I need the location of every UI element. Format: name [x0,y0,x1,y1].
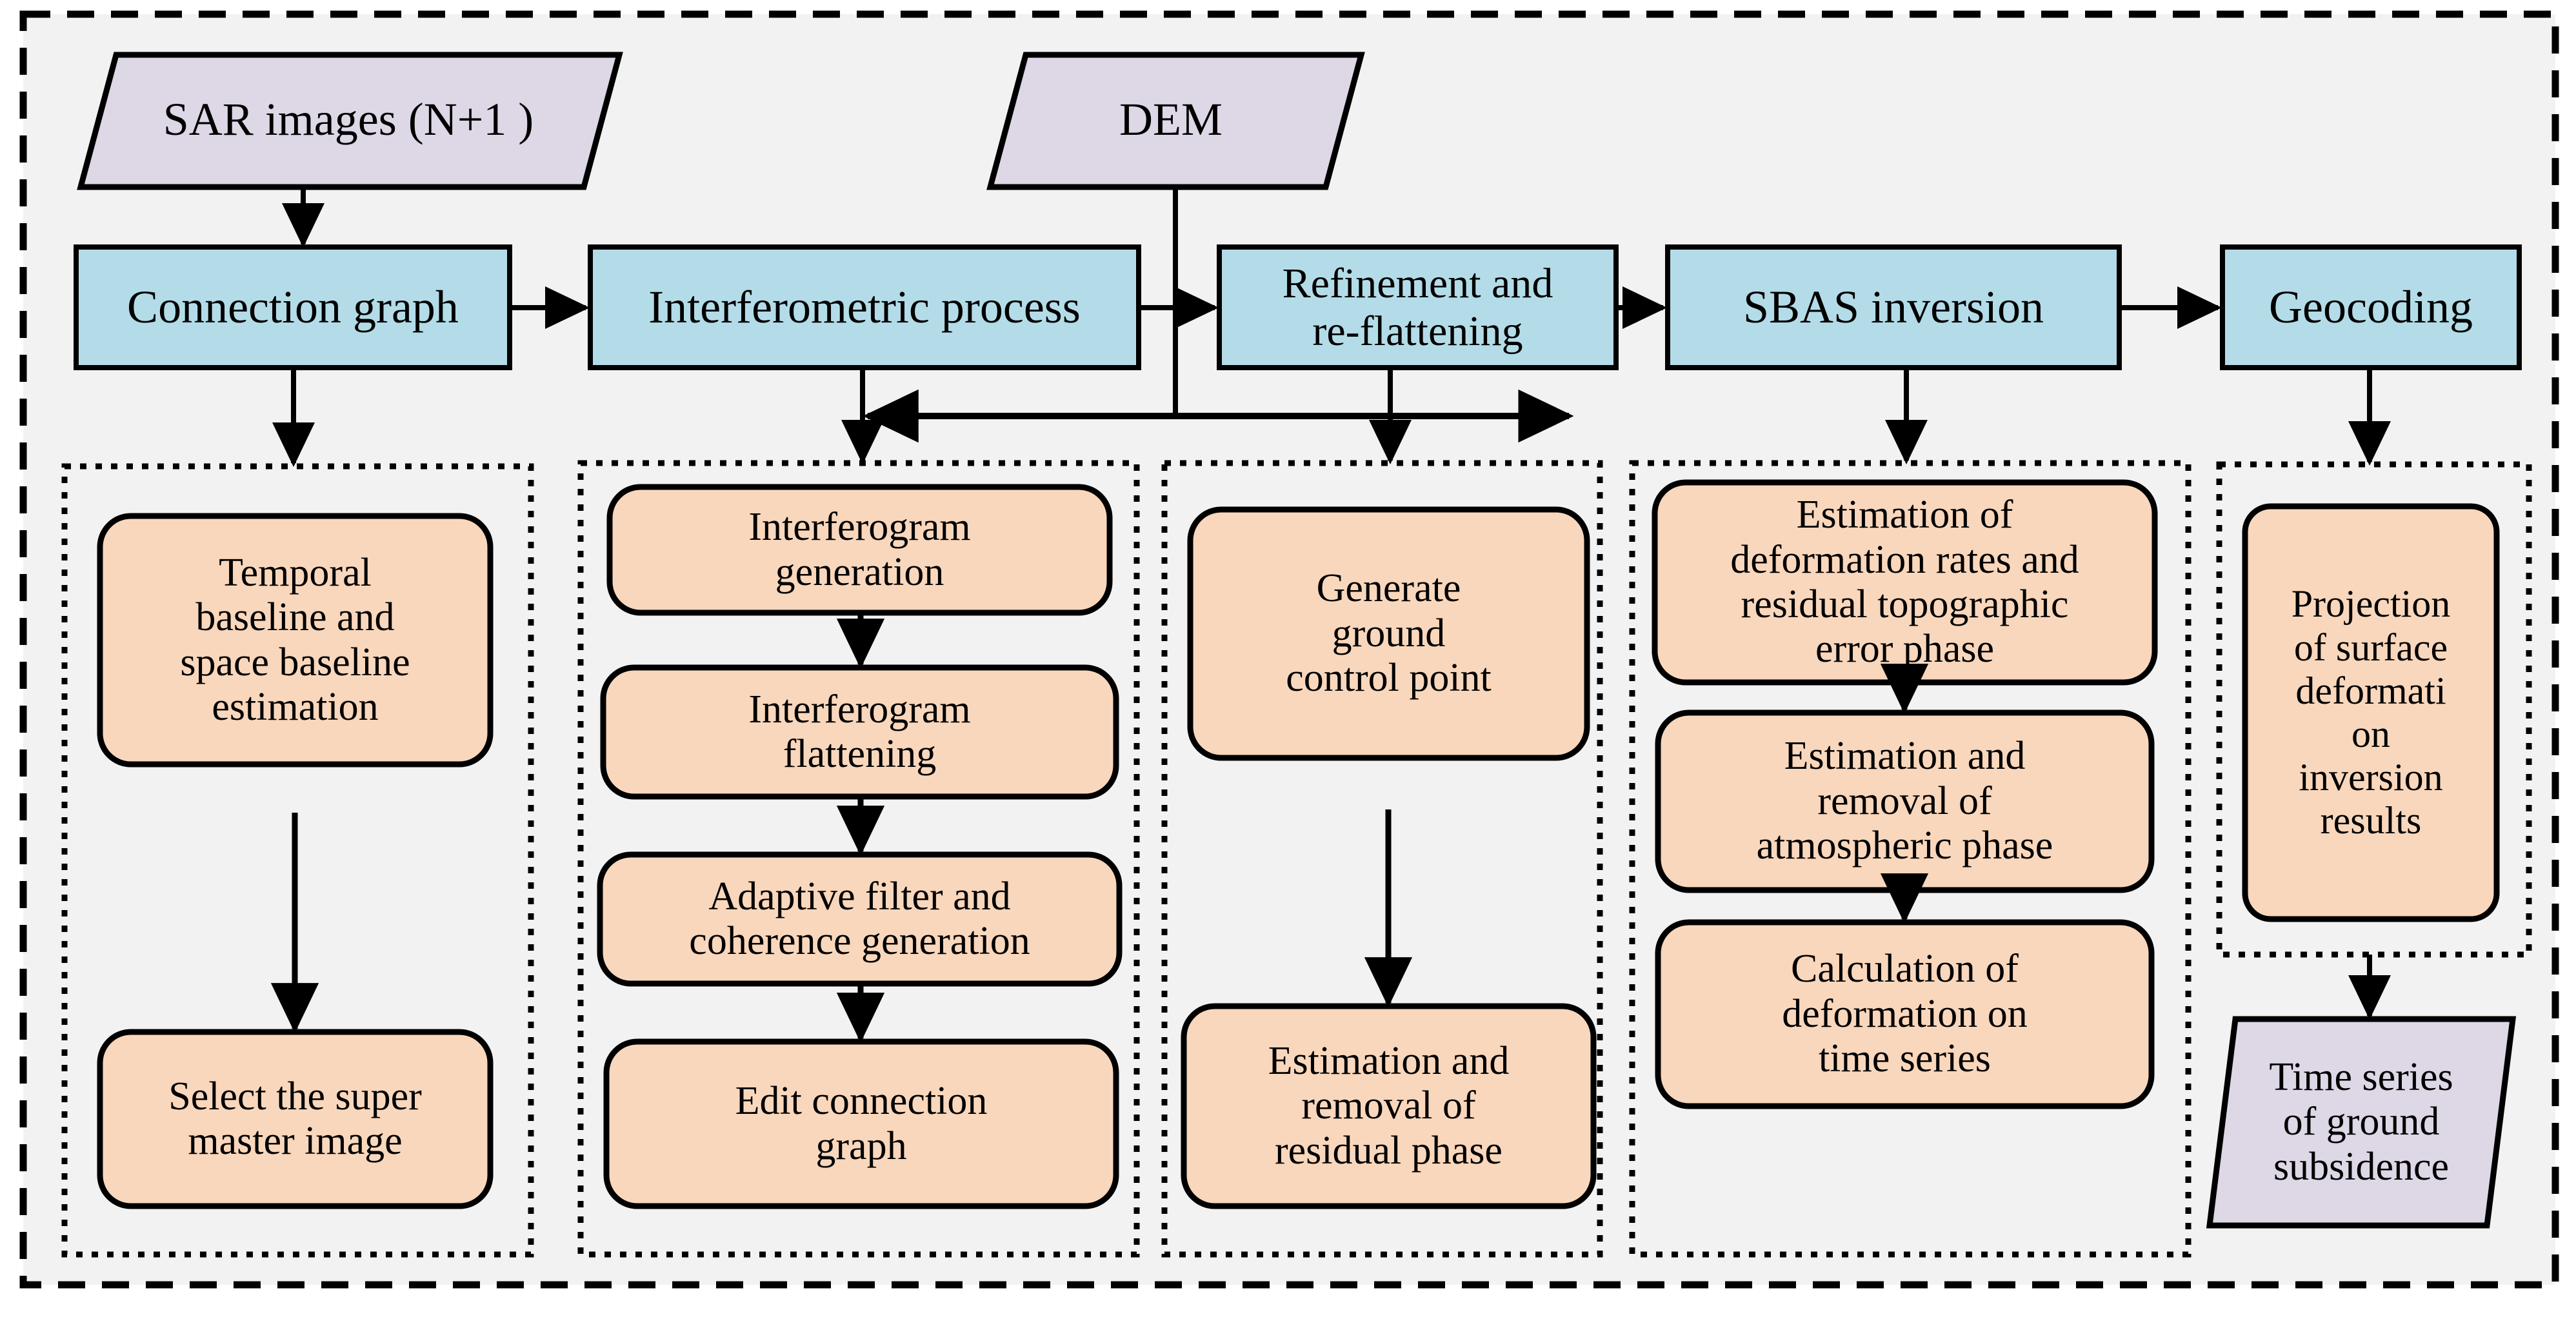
interferogram-generation-box [606,484,1113,616]
edit-connection-graph-box [603,1038,1119,1209]
sar-images-shape [77,52,623,190]
group-sbas-panel [1629,460,2192,1258]
estimation-removal-residual-phase-box [1181,1003,1597,1209]
interferometric-process-box [588,244,1141,370]
sbas-inversion-box [1665,244,2122,370]
projection-surface-deformation-box [2242,503,2500,922]
calculation-deformation-time-series-box [1655,919,2155,1109]
group-interferogram-panel [577,460,1140,1258]
adaptive-filter-coherence-box [597,851,1123,987]
interferogram-flattening-box [600,664,1119,800]
connection-graph-box [74,244,512,370]
outer-dashed-border [19,10,2559,1289]
generate-ground-control-point-box [1187,506,1590,761]
geocoding-box [2220,244,2522,370]
dem-shape [986,52,1365,190]
select-super-master-image-box [97,1029,494,1209]
temporal-space-baseline-estimation-box [97,513,494,768]
time-series-ground-subsidence-shape [2206,1016,2517,1229]
estimation-removal-atmospheric-box [1655,709,2155,893]
estimation-deformation-rates-box [1652,479,2158,686]
refinement-reflattening-box [1217,244,1619,370]
